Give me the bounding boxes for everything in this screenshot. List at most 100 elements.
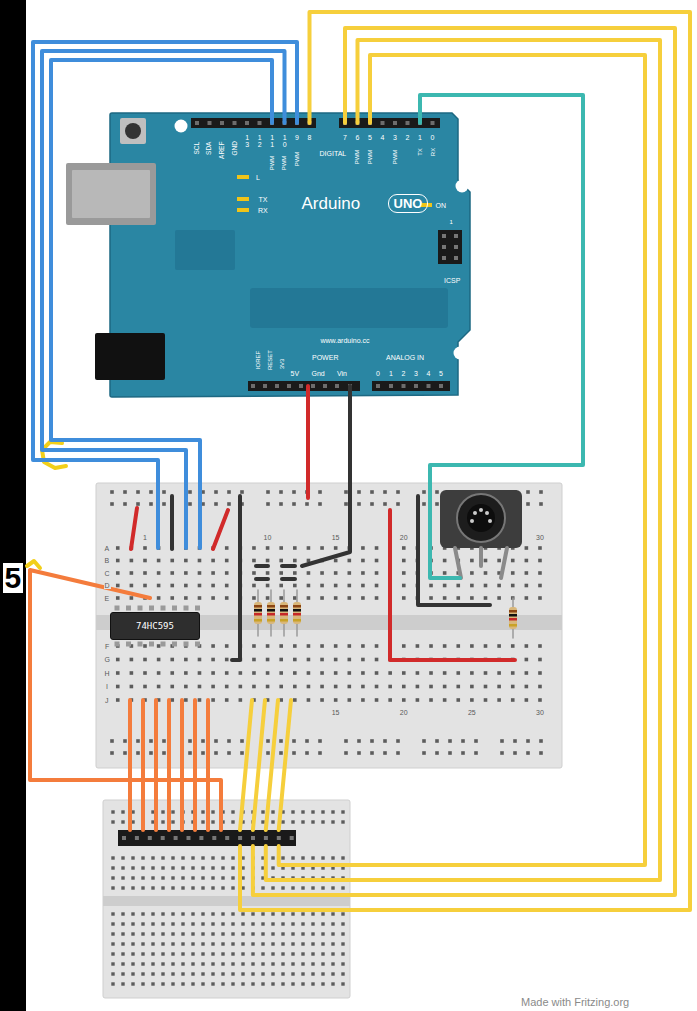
resistor-band <box>293 613 301 616</box>
pin-label: 2 <box>402 370 406 377</box>
hole <box>261 810 264 813</box>
hole <box>525 584 529 588</box>
hole <box>470 685 474 689</box>
usb-port <box>66 163 156 225</box>
hole <box>141 962 144 965</box>
hole <box>311 952 314 955</box>
hole <box>293 644 297 648</box>
hole <box>211 962 214 965</box>
hole <box>111 876 114 879</box>
hole <box>261 972 264 975</box>
hole <box>275 384 279 388</box>
hole <box>538 559 542 563</box>
hole <box>181 932 184 935</box>
hole <box>116 596 120 600</box>
hole <box>161 912 164 915</box>
hole <box>211 596 215 600</box>
hole <box>279 490 283 494</box>
hole <box>511 671 515 675</box>
hole <box>497 698 501 702</box>
wire-stub <box>348 386 352 397</box>
resistor-band <box>293 609 301 612</box>
hole <box>320 658 324 662</box>
hole <box>201 952 204 955</box>
hole <box>331 922 334 925</box>
hole <box>539 739 543 743</box>
orange-wire <box>206 700 210 830</box>
pin-label: 1 <box>389 370 393 377</box>
pin-label: 1 <box>450 219 453 225</box>
hole <box>396 739 400 743</box>
hole <box>279 658 283 662</box>
column-number: 10 <box>263 534 273 541</box>
hole <box>422 751 426 755</box>
hole <box>241 932 244 935</box>
hole <box>393 121 397 125</box>
wire-stub <box>156 483 160 548</box>
hole <box>130 571 134 575</box>
hole <box>141 922 144 925</box>
hole <box>291 912 294 915</box>
hole <box>318 739 322 743</box>
hole <box>348 698 352 702</box>
hole <box>271 942 274 945</box>
hole <box>361 658 365 662</box>
hole <box>331 942 334 945</box>
hole <box>484 671 488 675</box>
wire-stub <box>418 113 422 123</box>
hole <box>383 739 387 743</box>
hole <box>191 876 194 879</box>
hole <box>252 559 256 563</box>
wire-stub <box>283 113 287 123</box>
hole <box>211 932 214 935</box>
chip-label: 74HC595 <box>136 622 174 631</box>
hole <box>157 571 161 575</box>
midi-pin <box>479 508 483 512</box>
hole <box>266 490 270 494</box>
hole <box>231 942 234 945</box>
hole <box>301 922 304 925</box>
hole <box>311 810 314 813</box>
column-number: 1 <box>142 534 148 541</box>
hole <box>181 982 184 985</box>
hole <box>191 962 194 965</box>
hole <box>181 876 184 879</box>
hole <box>212 836 216 840</box>
breadboard-channel <box>103 896 350 906</box>
hole <box>149 502 153 506</box>
orange-wire <box>193 700 197 830</box>
pin-label: 0 <box>376 370 380 377</box>
hole <box>318 502 322 506</box>
hole <box>252 644 256 648</box>
pin-label: Vin <box>337 370 347 377</box>
hole <box>513 751 517 755</box>
orange-wire <box>167 700 171 830</box>
hole <box>311 384 315 388</box>
hole <box>251 922 254 925</box>
hole <box>231 982 234 985</box>
hole <box>211 866 214 869</box>
hole <box>292 751 296 755</box>
hole <box>138 642 143 647</box>
hole <box>201 886 204 889</box>
pin-label: 3V3 <box>279 359 285 370</box>
hole <box>331 972 334 975</box>
hole <box>161 642 166 647</box>
model-badge: UNO <box>388 194 429 213</box>
hole <box>301 982 304 985</box>
icsp-pins <box>442 234 458 260</box>
row-letter: D <box>104 582 111 589</box>
resistor-band <box>254 609 262 612</box>
hole <box>191 972 194 975</box>
hole <box>227 739 231 743</box>
hole <box>307 546 311 550</box>
resistor-body <box>293 602 301 624</box>
hole <box>251 982 254 985</box>
serial-wire <box>420 95 583 483</box>
hole <box>201 942 204 945</box>
hole <box>331 982 334 985</box>
hole <box>121 942 124 945</box>
power-rail-holes <box>110 490 543 755</box>
